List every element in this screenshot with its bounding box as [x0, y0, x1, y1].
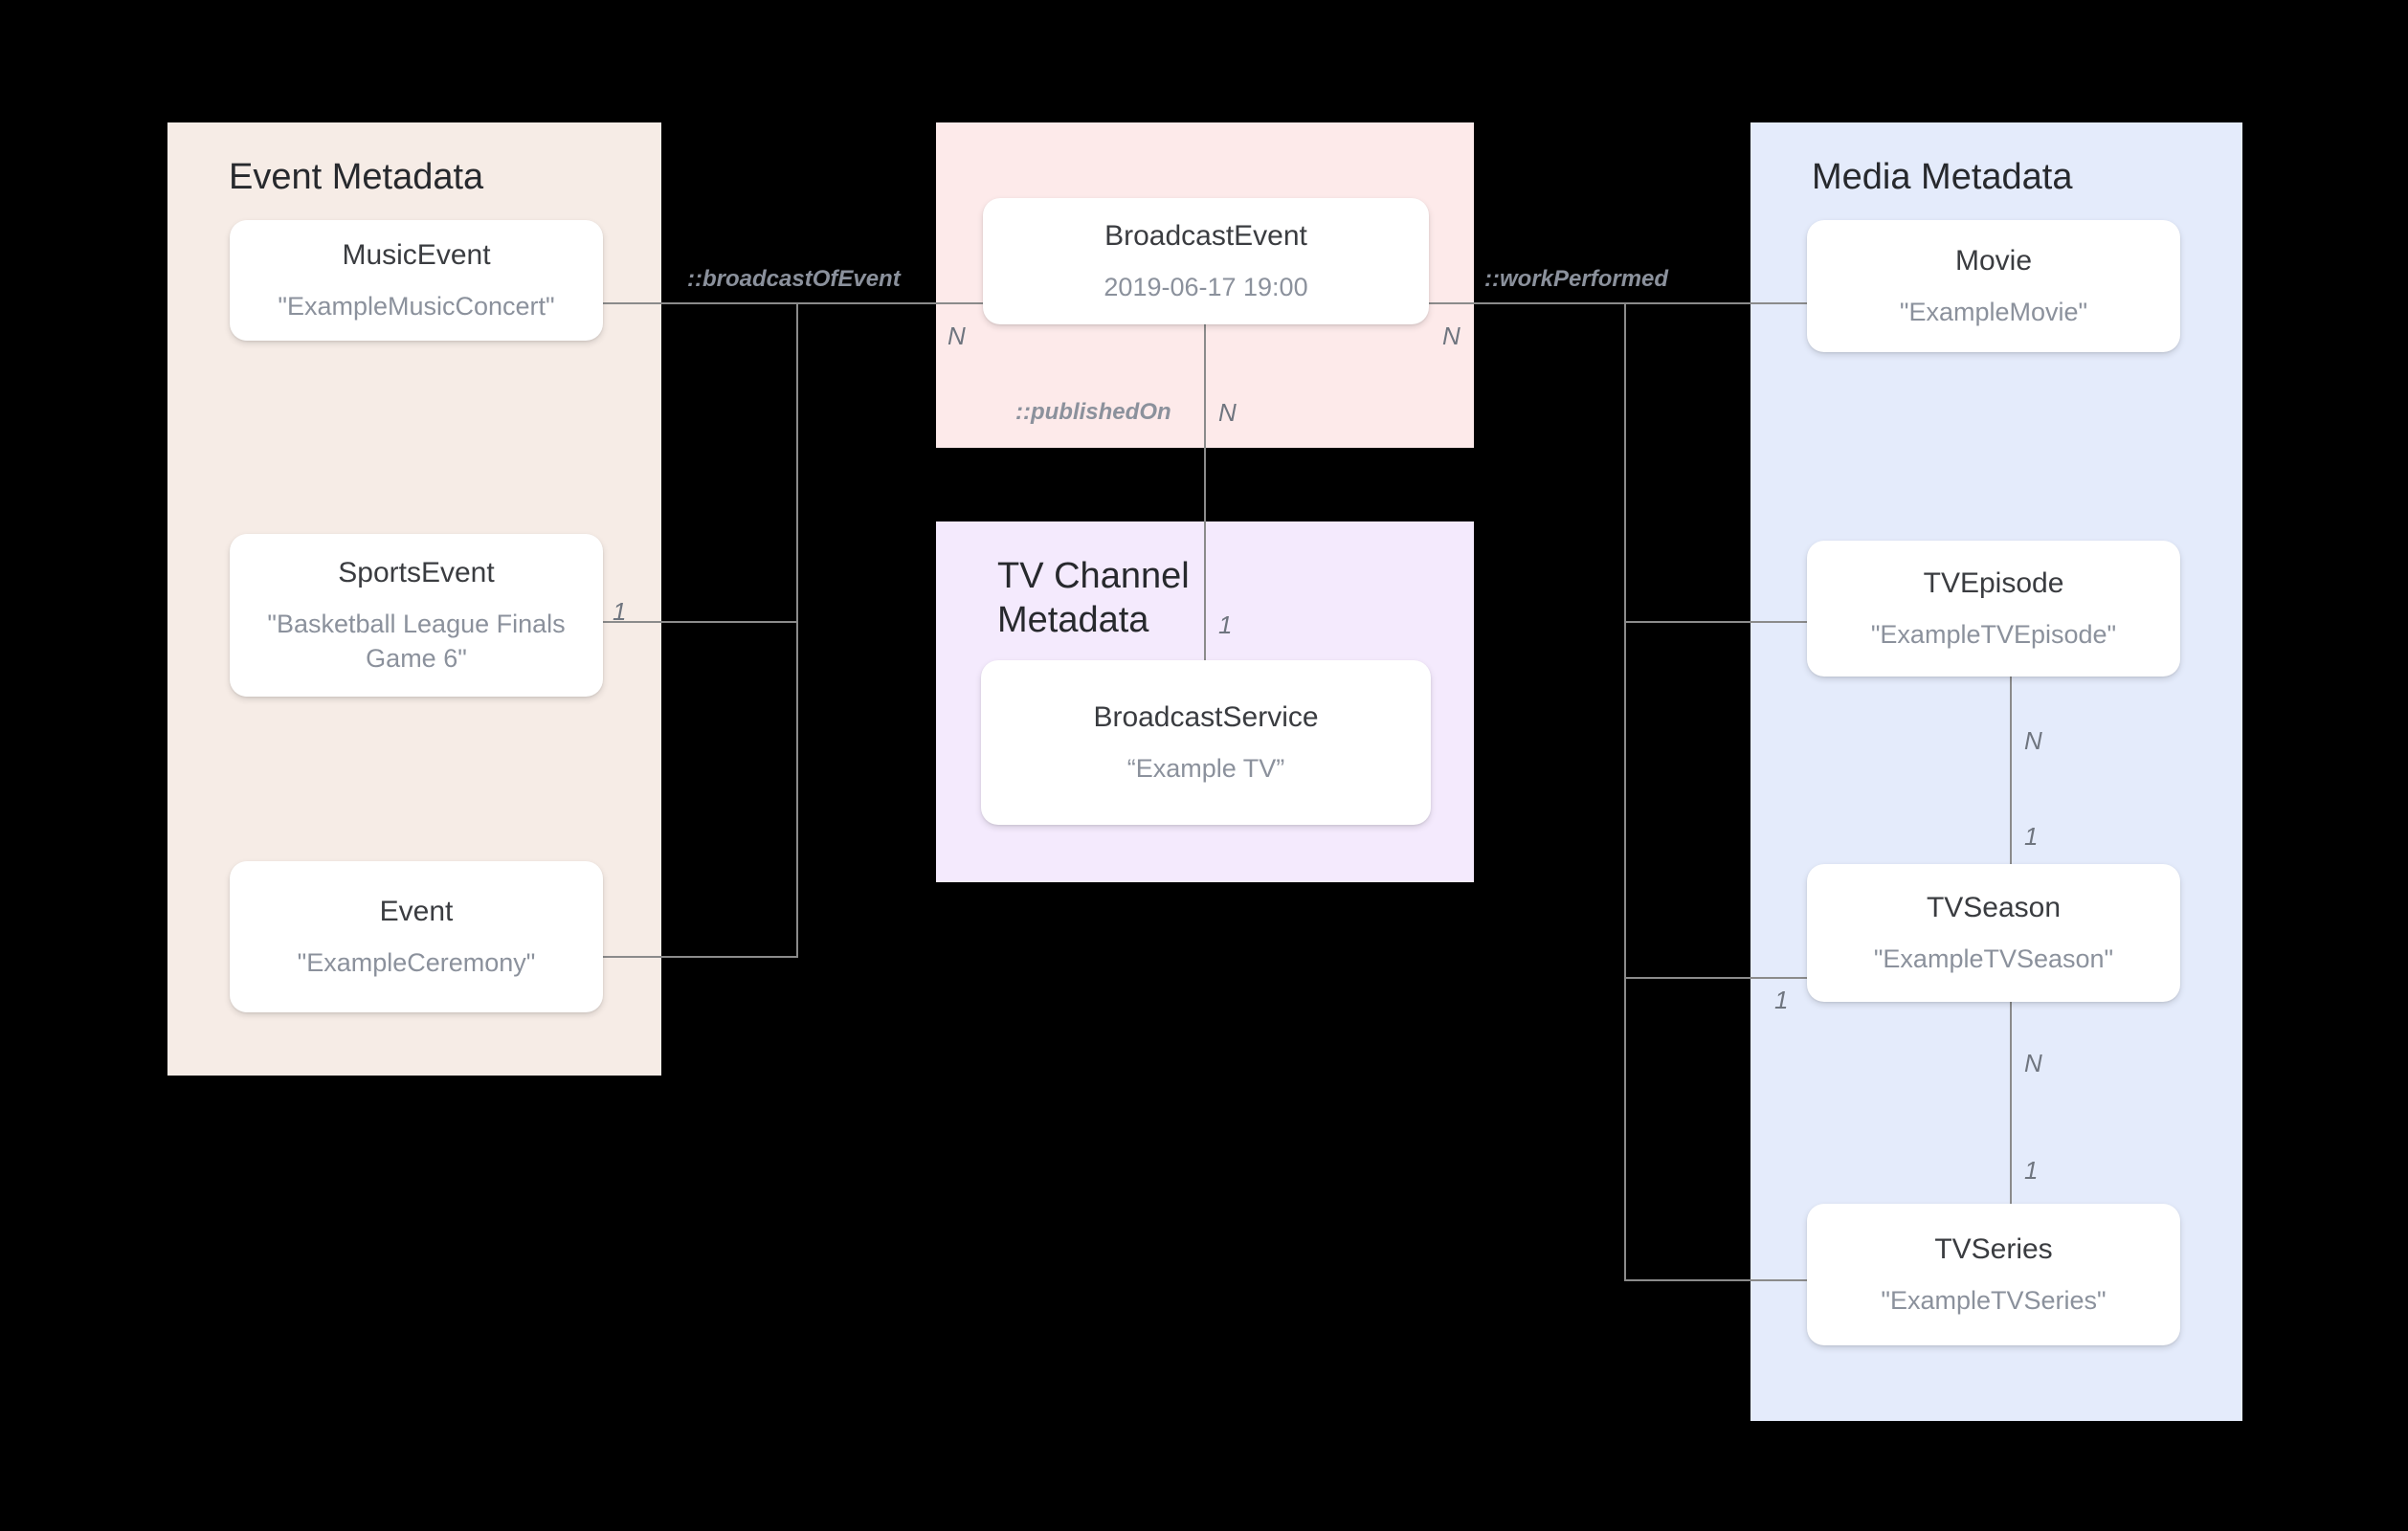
entity-value-tvseries: "ExampleTVSeries": [1881, 1286, 2107, 1315]
edge-trunk-to-tvseason: [1624, 977, 1807, 979]
edge-broadcastevent-to-movie: [1429, 302, 1807, 304]
entity-name-movie: Movie: [1954, 245, 2033, 277]
entity-value-broadcastservice: “Example TV”: [1126, 754, 1285, 783]
entity-card-tvepisode[interactable]: TVEpisode "ExampleTVEpisode": [1807, 541, 2180, 677]
entity-card-tvseason[interactable]: TVSeason "ExampleTVSeason": [1807, 864, 2180, 1002]
entity-name-tvseries: TVSeries: [1934, 1233, 2053, 1265]
edge-trunk-to-tvseries: [1624, 1279, 1807, 1281]
entity-card-sportsevent[interactable]: SportsEvent "Basketball League Finals Ga…: [230, 534, 603, 697]
entity-value-musicevent: "ExampleMusicConcert": [278, 292, 555, 321]
entity-name-musicevent: MusicEvent: [342, 239, 491, 271]
multiplicity-tvseason-left: 1: [1774, 986, 1789, 1014]
multiplicity-tvepisode-bottom: N: [2024, 726, 2042, 755]
multiplicity-broadcastevent-right: N: [1442, 322, 1460, 350]
edge-left-trunk-vertical: [796, 302, 798, 958]
multiplicity-broadcastservice-top: 1: [1218, 610, 1233, 639]
entity-value-broadcastevent: 2019-06-17 19:00: [1104, 273, 1308, 301]
entity-value-event: "ExampleCeremony": [297, 948, 536, 977]
edge-tvepisode-to-tvseason: [2010, 677, 2012, 864]
edge-sportsevent-to-trunk: [603, 621, 798, 623]
multiplicity-tvseries-top: 1: [2024, 1156, 2039, 1185]
group-title-event-metadata: Event Metadata: [229, 157, 484, 197]
group-title-media-metadata: Media Metadata: [1812, 157, 2073, 197]
entity-value-movie: "ExampleMovie": [1899, 298, 2088, 326]
edge-broadcastevent-to-broadcastservice: [1204, 324, 1206, 660]
entity-name-tvepisode: TVEpisode: [1923, 567, 2064, 599]
edge-right-trunk-vertical: [1624, 302, 1626, 1280]
entity-card-musicevent[interactable]: MusicEvent "ExampleMusicConcert": [230, 220, 603, 341]
entity-value-tvseason: "ExampleTVSeason": [1873, 944, 2114, 973]
entity-name-broadcastevent: BroadcastEvent: [1104, 220, 1307, 252]
edge-label-work-performed: ::workPerformed: [1484, 266, 1669, 292]
multiplicity-sportsevent-left: 1: [613, 597, 627, 626]
multiplicity-broadcastevent-bottom: N: [1218, 398, 1237, 427]
entity-name-broadcastservice: BroadcastService: [1093, 701, 1319, 733]
entity-card-tvseries[interactable]: TVSeries "ExampleTVSeries": [1807, 1204, 2180, 1345]
multiplicity-broadcastevent-left: N: [948, 322, 966, 350]
edge-label-published-on: ::publishedOn: [1015, 399, 1171, 425]
edge-musicevent-to-broadcastevent: [603, 302, 983, 304]
group-title-tv-channel-metadata: TV Channel Metadata: [997, 556, 1190, 640]
edge-trunk-to-tvepisode: [1624, 621, 1807, 623]
entity-value-tvepisode: "ExampleTVEpisode": [1870, 620, 2117, 649]
entity-card-broadcastevent[interactable]: BroadcastEvent 2019-06-17 19:00: [983, 198, 1429, 324]
entity-card-broadcastservice[interactable]: BroadcastService “Example TV”: [981, 660, 1431, 825]
entity-name-sportsevent: SportsEvent: [338, 557, 495, 588]
edge-label-broadcast-of-event: ::broadcastOfEvent: [687, 266, 901, 292]
multiplicity-tvseason-top: 1: [2024, 822, 2039, 851]
entity-name-event: Event: [379, 896, 454, 927]
entity-name-tvseason: TVSeason: [1926, 892, 2062, 923]
edge-tvseason-to-tvseries: [2010, 1002, 2012, 1204]
entity-card-movie[interactable]: Movie "ExampleMovie": [1807, 220, 2180, 352]
multiplicity-tvseason-bottom: N: [2024, 1049, 2042, 1077]
edge-event-to-trunk: [603, 956, 798, 958]
entity-card-event[interactable]: Event "ExampleCeremony": [230, 861, 603, 1012]
entity-value-sportsevent: "Basketball League Finals Game 6": [267, 610, 566, 673]
